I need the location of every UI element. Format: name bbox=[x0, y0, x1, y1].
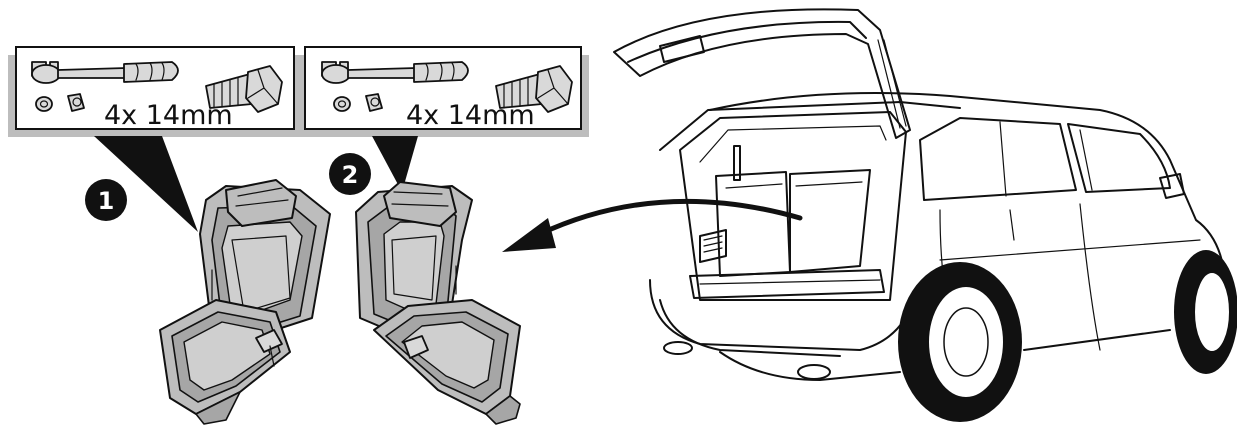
socket-icon bbox=[35, 93, 85, 112]
step-badge-2: 2 bbox=[329, 153, 371, 195]
tool-box-1: 4x 14mm bbox=[8, 46, 302, 137]
bolt-icon bbox=[205, 65, 283, 113]
rear-wheel bbox=[898, 262, 1022, 422]
socket-icon bbox=[333, 93, 383, 112]
front-wheel bbox=[1174, 250, 1237, 374]
callout-pointer-2 bbox=[372, 136, 418, 192]
suv-open-tailgate bbox=[613, 8, 1237, 422]
callout-pointer-1 bbox=[94, 136, 198, 232]
third-row-seat-right bbox=[355, 181, 521, 425]
tool-spec-text-1: 4x 14mm bbox=[104, 100, 233, 131]
step-badge-1: 1 bbox=[85, 179, 127, 221]
step-number-1: 1 bbox=[98, 187, 115, 215]
tool-spec-text-2: 4x 14mm bbox=[406, 100, 535, 131]
ratchet-wrench-icon bbox=[31, 61, 179, 84]
ratchet-wrench-icon bbox=[321, 61, 469, 84]
third-row-seat-left bbox=[159, 179, 331, 425]
tool-box-2: 4x 14mm bbox=[297, 46, 589, 137]
curved-arrow-icon bbox=[502, 198, 803, 252]
bolt-icon bbox=[495, 65, 573, 113]
step-number-2: 2 bbox=[342, 161, 359, 189]
